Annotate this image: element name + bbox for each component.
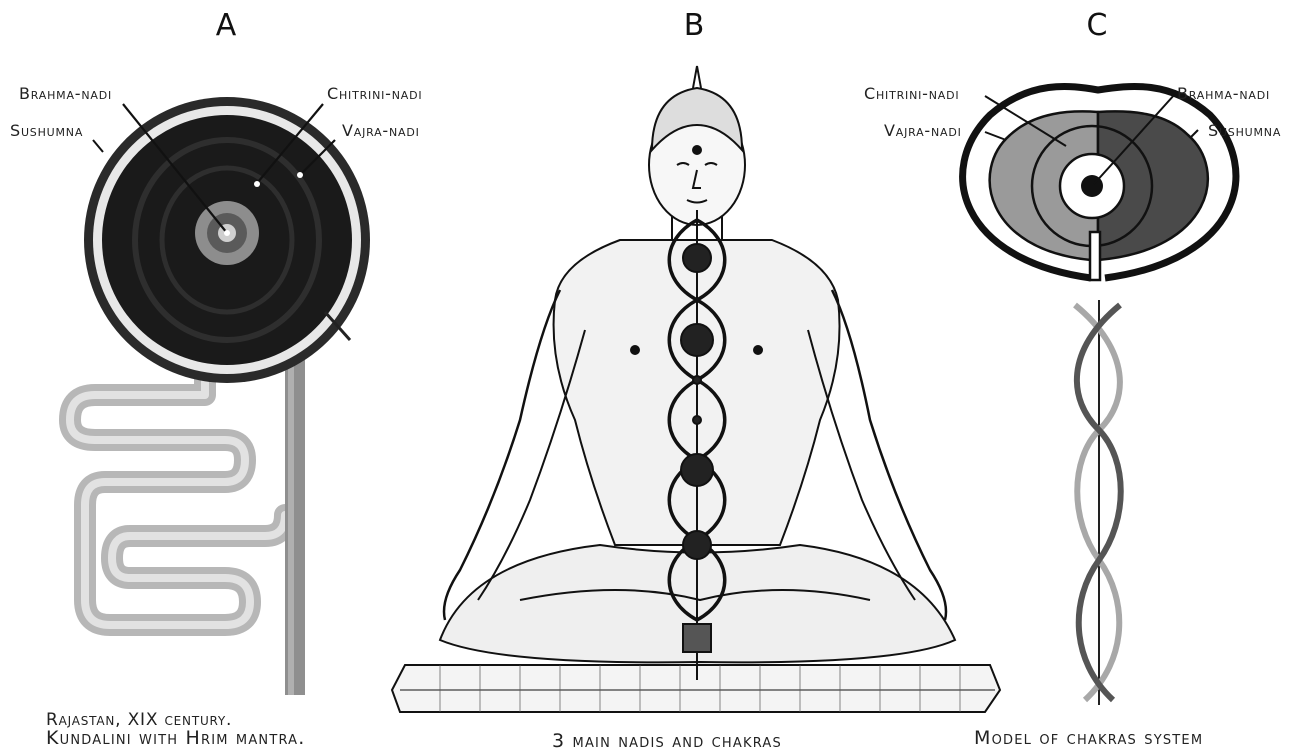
panel-c-illustration [963, 86, 1236, 705]
label-a-vajra-nadi: Vajra-nadi [342, 121, 420, 140]
label-c-sushumna: Sushumna [1208, 121, 1281, 140]
panel-b-illustration [392, 66, 1000, 712]
label-c-chitrini-nadi: Chitrini-nadi [864, 84, 959, 103]
caption-b: 3 main nadis and chakras [552, 730, 782, 752]
panel-a-illustration [70, 97, 370, 695]
label-c-vajra-nadi: Vajra-nadi [884, 121, 962, 140]
caption-c: Model of chakras system [974, 727, 1203, 749]
label-a-sushumna: Sushumna [10, 121, 83, 140]
caption-a-line2: Kundalini with Hrim mantra. [46, 727, 306, 749]
label-c-brahma-nadi: Brahma-nadi [1177, 84, 1270, 103]
label-a-chitrini-nadi: Chitrini-nadi [327, 84, 422, 103]
label-a-brahma-nadi: Brahma-nadi [19, 84, 112, 103]
